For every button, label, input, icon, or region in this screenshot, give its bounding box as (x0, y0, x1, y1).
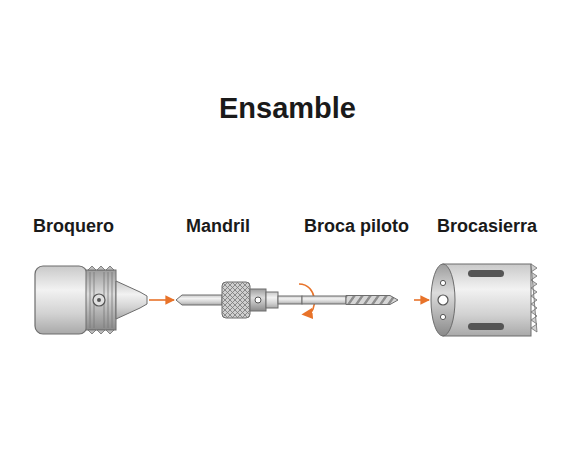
part-name: Brocasierra (436, 216, 538, 237)
part-group: Broquero (28, 216, 148, 344)
assembly-arrow (414, 299, 429, 301)
assembly-arrow (149, 299, 174, 301)
part-group: Broca piloto (300, 216, 413, 344)
part-group: Mandril (176, 216, 296, 344)
part-name: Broca piloto (303, 216, 410, 237)
pilot-drill-drawing (302, 296, 398, 305)
chuck-drawing (35, 266, 147, 334)
title: Ensamble (0, 92, 575, 125)
arbor-drawing (176, 282, 302, 318)
part-name: Mandril (185, 216, 251, 237)
hole-saw-drawing (431, 264, 537, 336)
part-group: Brocasierra (431, 216, 549, 344)
part-name: Broquero (32, 216, 115, 237)
